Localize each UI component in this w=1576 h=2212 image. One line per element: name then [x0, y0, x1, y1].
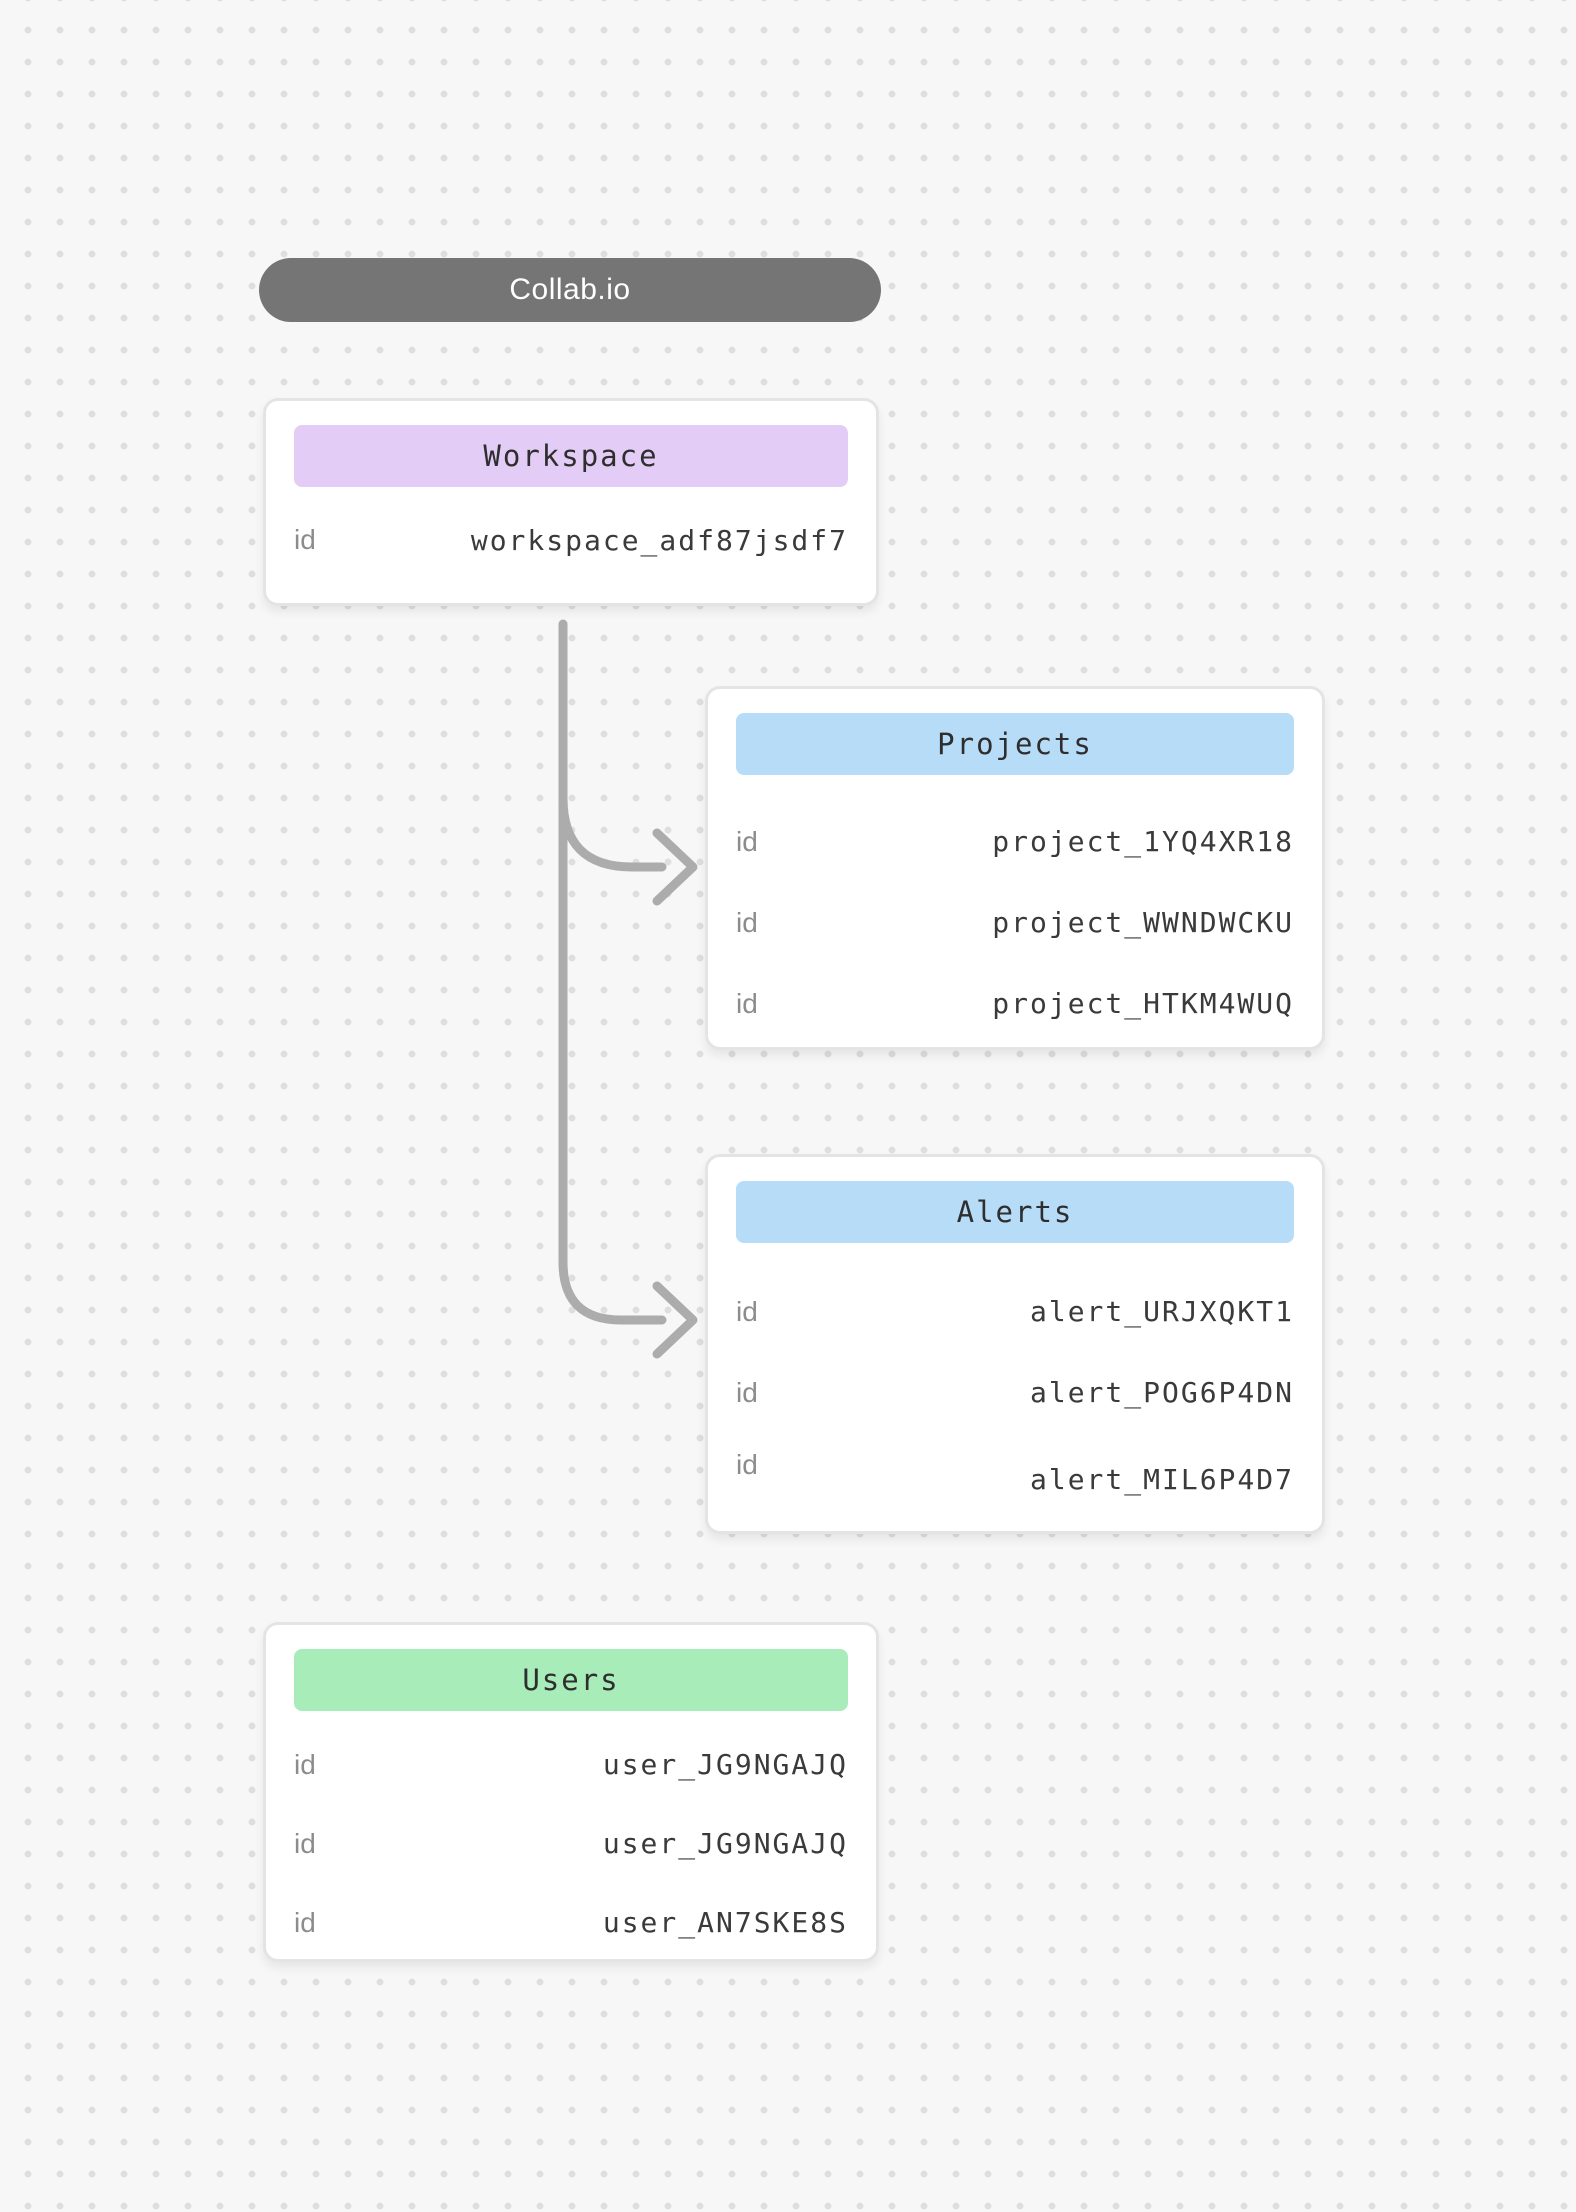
workspace-rows: id workspace_adf87jsdf7 — [294, 487, 848, 593]
users-card: Users id user_JG9NGAJQ id user_JG9NGAJQ … — [263, 1622, 879, 1962]
row-id-value: project_HTKM4WUQ — [992, 987, 1294, 1020]
projects-rows: id project_1YQ4XR18 id project_WWNDWCKU … — [736, 775, 1294, 1044]
workspace-alerts-connector — [558, 619, 667, 1325]
alerts-card: Alerts id alert_URJXQKT1 id alert_POG6P4… — [705, 1154, 1325, 1534]
table-row: id user_AN7SKE8S — [294, 1883, 848, 1962]
row-key-label: id — [294, 1827, 316, 1859]
table-row: id alert_POG6P4DN — [736, 1352, 1294, 1433]
row-id-value: workspace_adf87jsdf7 — [470, 523, 848, 557]
row-key-label: id — [294, 1748, 316, 1780]
projects-card: Projects id project_1YQ4XR18 id project_… — [705, 686, 1325, 1050]
row-id-value: user_JG9NGAJQ — [602, 1827, 848, 1860]
table-row: id project_HTKM4WUQ — [736, 963, 1294, 1044]
alerts-rows: id alert_URJXQKT1 id alert_POG6P4DN id a… — [736, 1243, 1294, 1514]
row-key-label: id — [294, 524, 316, 555]
row-key-label: id — [736, 1295, 758, 1327]
table-row: id alert_MIL6P4D7 — [736, 1433, 1294, 1514]
workspace-projects-connector — [558, 793, 667, 872]
row-id-value: alert_URJXQKT1 — [1029, 1295, 1294, 1328]
row-id-value: project_WWNDWCKU — [992, 906, 1294, 939]
table-row: id project_1YQ4XR18 — [736, 801, 1294, 882]
arrow-right-icon — [652, 1281, 698, 1359]
table-row: id project_WWNDWCKU — [736, 882, 1294, 963]
arrow-right-icon — [652, 828, 698, 906]
table-row: id alert_URJXQKT1 — [736, 1271, 1294, 1352]
table-row: id workspace_adf87jsdf7 — [294, 487, 848, 593]
users-rows: id user_JG9NGAJQ id user_JG9NGAJQ id use… — [294, 1711, 848, 1962]
row-key-label: id — [736, 906, 758, 938]
table-row: id user_JG9NGAJQ — [294, 1804, 848, 1883]
row-id-value: alert_POG6P4DN — [1029, 1376, 1294, 1409]
table-row: id user_JG9NGAJQ — [294, 1725, 848, 1804]
row-id-value: user_JG9NGAJQ — [602, 1748, 848, 1781]
workspace-card-header: Workspace — [294, 425, 848, 487]
row-key-label: id — [294, 1906, 316, 1938]
app-title: Collab.io — [509, 273, 631, 306]
workspace-card: Workspace id workspace_adf87jsdf7 — [263, 398, 879, 606]
row-key-label: id — [736, 825, 758, 857]
row-id-value: user_AN7SKE8S — [602, 1906, 848, 1939]
row-key-label: id — [736, 1376, 758, 1408]
row-key-label: id — [736, 987, 758, 1019]
row-id-value: project_1YQ4XR18 — [992, 825, 1294, 858]
users-card-header: Users — [294, 1649, 848, 1711]
projects-card-header: Projects — [736, 713, 1294, 775]
app-title-pill: Collab.io — [259, 258, 881, 322]
row-id-value: alert_MIL6P4D7 — [1029, 1463, 1294, 1496]
row-key-label: id — [736, 1448, 758, 1480]
alerts-card-header: Alerts — [736, 1181, 1294, 1243]
